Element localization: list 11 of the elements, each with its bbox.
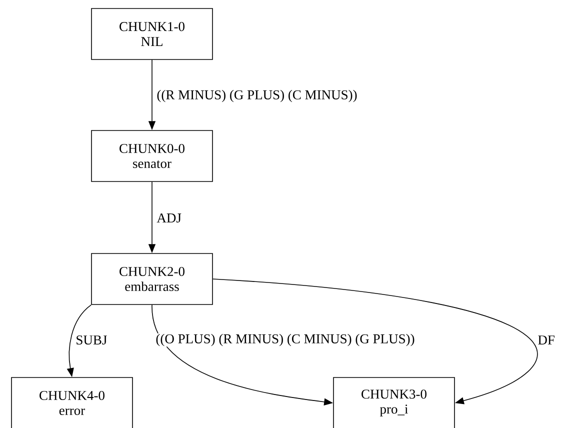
chunk-box: CHUNK1-0 NIL	[91, 8, 213, 60]
edge-label: ((O PLUS) (R MINUS) (C MINUS) (G PLUS))	[155, 333, 416, 347]
edge-label: SUBJ	[75, 334, 108, 346]
edge-label: ADJ	[156, 212, 182, 224]
chunk-box: CHUNK2-0 embarrass	[91, 253, 213, 305]
chunk-box: CHUNK0-0 senator	[91, 130, 213, 182]
edge-label: ((R MINUS) (G PLUS) (C MINUS))	[156, 89, 358, 103]
arrow	[212, 278, 537, 404]
edge-label: DF	[537, 335, 556, 345]
chunk-box: CHUNK3-0 pro_i	[333, 377, 455, 428]
chunk-box: CHUNK4-0 error	[11, 377, 133, 428]
